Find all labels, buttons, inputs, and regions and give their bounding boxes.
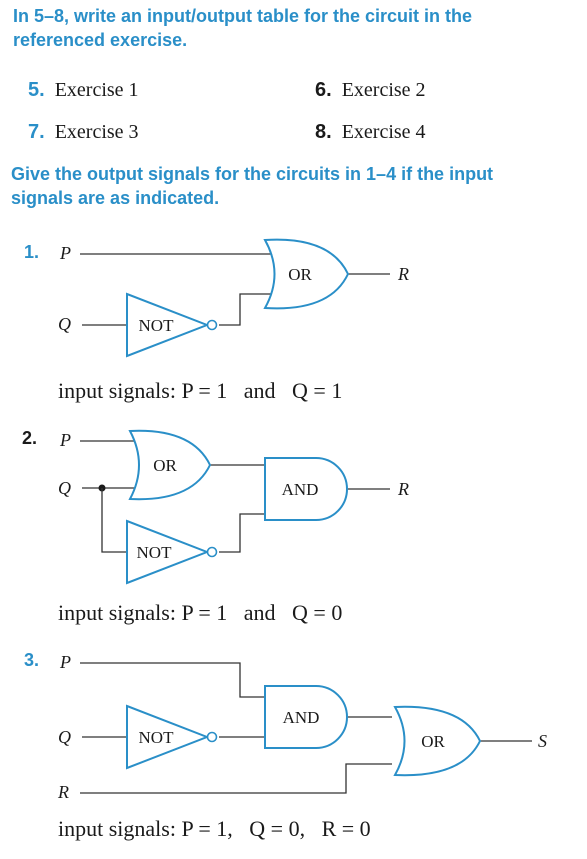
circuit-2-wire-not-and bbox=[219, 513, 268, 553]
instruction-heading: Give the output signals for the circuits… bbox=[11, 162, 576, 210]
exercise-7-number: 7. bbox=[28, 121, 45, 143]
circuit-1-not-gate bbox=[126, 292, 210, 358]
problem-2-number: 2. bbox=[22, 428, 37, 448]
circuit-2-and-label: AND bbox=[282, 480, 319, 499]
circuit-1-wire-not-or bbox=[219, 293, 275, 326]
intro-line-2: referenced exercise. bbox=[13, 30, 188, 50]
exercise-6: 6. Exercise 2 bbox=[315, 78, 426, 102]
circuit-3-or-label: OR bbox=[421, 732, 445, 751]
circuit-1-output: R bbox=[397, 264, 409, 284]
circuit-2-not-bubble bbox=[206, 546, 218, 558]
circuit-3-input-q: Q bbox=[58, 727, 71, 747]
circuit-3-not-gate bbox=[126, 704, 210, 770]
instruction-line-1: Give the output signals for the circuits… bbox=[11, 164, 494, 184]
problem-3-signals-values: P = 1, Q = 0, R = 0 bbox=[181, 816, 371, 841]
circuit-2: 2. P Q OR AND NOT R bbox=[22, 428, 409, 585]
problem-2-signals-prefix: input signals: bbox=[58, 600, 182, 625]
problem-2-signals-values: P = 1 and Q = 0 bbox=[181, 600, 343, 625]
circuit-3-not-label: NOT bbox=[139, 728, 175, 747]
problem-1-signals-values: P = 1 and Q = 1 bbox=[181, 378, 343, 403]
circuit-3-output: S bbox=[538, 731, 547, 751]
circuit-3-and-gate bbox=[264, 685, 348, 749]
exercise-5-text: Exercise 1 bbox=[54, 79, 139, 101]
circuit-2-or-label: OR bbox=[153, 456, 177, 475]
circuit-1: 1. P Q OR NOT R bbox=[24, 238, 409, 358]
problem-1-signals-prefix: input signals: bbox=[58, 378, 182, 403]
circuit-2-output: R bbox=[397, 479, 409, 499]
intro-line-1: In 5–8, write an input/output table for … bbox=[13, 6, 473, 26]
exercise-6-text: Exercise 2 bbox=[341, 79, 426, 101]
instruction-line-2: signals are as indicated. bbox=[11, 188, 220, 208]
circuit-1-input-p: P bbox=[59, 243, 71, 263]
circuit-3-and-label: AND bbox=[283, 708, 320, 727]
exercise-7-text: Exercise 3 bbox=[54, 121, 139, 143]
circuit-2-wire-q-not bbox=[101, 488, 127, 553]
problem-3-signals: input signals: P = 1, Q = 0, R = 0 bbox=[58, 816, 371, 842]
problem-1-signals: input signals: P = 1 and Q = 1 bbox=[58, 378, 342, 404]
circuit-1-or-gate bbox=[263, 238, 350, 310]
problem-1-number: 1. bbox=[24, 242, 39, 262]
circuit-3-input-p: P bbox=[59, 652, 71, 672]
exercise-5: 5. Exercise 1 bbox=[28, 78, 139, 102]
exercise-8-number: 8. bbox=[315, 121, 332, 143]
exercise-7: 7. Exercise 3 bbox=[28, 120, 139, 144]
problem-2-signals: input signals: P = 1 and Q = 0 bbox=[58, 600, 342, 626]
exercise-5-number: 5. bbox=[28, 79, 45, 101]
exercise-8-text: Exercise 4 bbox=[341, 121, 426, 143]
circuit-3-not-bubble bbox=[206, 731, 218, 743]
circuit-3-or-gate bbox=[393, 705, 482, 777]
exercise-6-number: 6. bbox=[315, 79, 332, 101]
circuit-1-not-bubble bbox=[206, 319, 218, 331]
problem-3-signals-prefix: input signals: bbox=[58, 816, 182, 841]
circuit-3-wire-r bbox=[80, 763, 392, 794]
circuit-1-not-label: NOT bbox=[139, 316, 175, 335]
problem-3-number: 3. bbox=[24, 650, 39, 670]
circuit-3-wire-p bbox=[80, 662, 268, 698]
circuit-2-not-label: NOT bbox=[137, 543, 173, 562]
circuit-2-or-gate bbox=[128, 429, 212, 501]
circuit-1-input-q: Q bbox=[58, 314, 71, 334]
circuit-3: 3. P Q R AND NOT OR S bbox=[24, 650, 547, 802]
circuit-3-input-r: R bbox=[57, 782, 69, 802]
circuit-1-or-label: OR bbox=[288, 265, 312, 284]
circuit-2-not-gate bbox=[126, 519, 210, 585]
circuit-2-input-q: Q bbox=[58, 478, 71, 498]
circuit-2-input-p: P bbox=[59, 430, 71, 450]
circuit-2-and-gate bbox=[264, 457, 348, 521]
intro-heading: In 5–8, write an input/output table for … bbox=[13, 4, 578, 52]
exercise-8: 8. Exercise 4 bbox=[315, 120, 426, 144]
